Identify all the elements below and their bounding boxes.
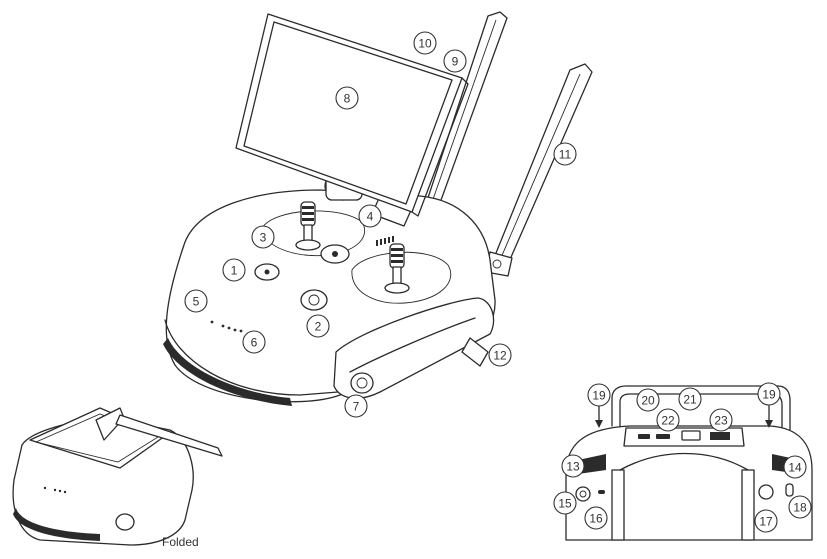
callout-number: 21 [683,393,697,407]
controller-body [163,189,496,406]
callout-4: 4 [358,204,382,228]
callout-circle [783,455,807,479]
callout-1: 1 [222,258,246,282]
callout-number: 15 [558,497,572,511]
callout-circle [678,387,702,411]
callout-number: 19 [592,389,606,403]
callout-number: 5 [193,295,200,309]
callout-circle [251,225,275,249]
callout-number: 13 [566,460,580,474]
callout-circle [222,258,246,282]
callout-number: 8 [344,92,351,106]
callout-23: 23 [709,408,733,432]
callout-19a: 19 [587,383,611,407]
callout-number: 19 [762,388,776,402]
callout-15: 15 [553,491,577,515]
callout-circle [656,408,680,432]
callout-circle [306,314,330,338]
callout-circle [553,491,577,515]
right-control-stick [384,243,410,294]
callout-number: 20 [641,394,655,408]
right-antenna [485,63,593,277]
folded-leds [43,486,67,494]
callout-circle [587,383,611,407]
folded-controller-illustration [12,407,223,546]
callout-circle [443,49,467,73]
speaker-grille [163,338,292,406]
callout-number: 12 [493,349,507,363]
callout-number: 14 [788,461,802,475]
callout-11: 11 [553,142,577,166]
callout-3: 3 [251,225,275,249]
callout-14: 14 [783,455,807,479]
callout-7: 7 [344,394,368,418]
callout-circle [242,330,266,354]
callout-number: 3 [260,231,267,245]
callout-number: 18 [793,501,807,515]
callout-17: 17 [754,509,778,533]
callout-circle [757,382,781,406]
callout-circle [636,388,660,412]
callout-9: 9 [443,49,467,73]
callout-number: 4 [367,210,374,224]
left-control-stick [295,201,321,251]
callout-10: 10 [413,31,437,55]
callout-number: 23 [714,414,728,428]
callout-number: 16 [589,512,603,526]
callout-circle [584,506,608,530]
callout-6: 6 [242,330,266,354]
callout-circle [344,394,368,418]
callout-circle [754,509,778,533]
callout-8: 8 [335,86,359,110]
display-screen [235,13,469,217]
callout-number: 11 [559,148,572,162]
callout-20: 20 [636,388,660,412]
callout-5: 5 [184,289,208,313]
left-antenna [419,11,508,226]
callout-number: 2 [315,320,322,334]
rear-view-illustration [565,385,813,541]
callout-2: 2 [306,314,330,338]
callout-circle [413,31,437,55]
callout-number: 7 [353,400,360,414]
callout-13: 13 [561,454,585,478]
callout-circle [561,454,585,478]
callout-number: 10 [418,37,432,51]
callout-circle [488,343,512,367]
callout-16: 16 [584,506,608,530]
callout-22: 22 [656,408,680,432]
callout-number: 9 [452,55,459,69]
callout-12: 12 [488,343,512,367]
callout-circle [553,142,577,166]
callout-number: 6 [251,336,258,350]
callout-circle [709,408,733,432]
callout-number: 17 [759,515,773,529]
callout-circle [788,495,812,519]
callout-circle [335,86,359,110]
callout-21: 21 [678,387,702,411]
folded-caption: Folded [162,535,199,549]
callout-number: 1 [231,264,238,278]
battery-level-leds [210,320,243,333]
callout-number: 22 [661,414,675,428]
callout-circle [358,204,382,228]
callout-18: 18 [788,495,812,519]
callout-19b: 19 [757,382,781,406]
callout-circle [184,289,208,313]
